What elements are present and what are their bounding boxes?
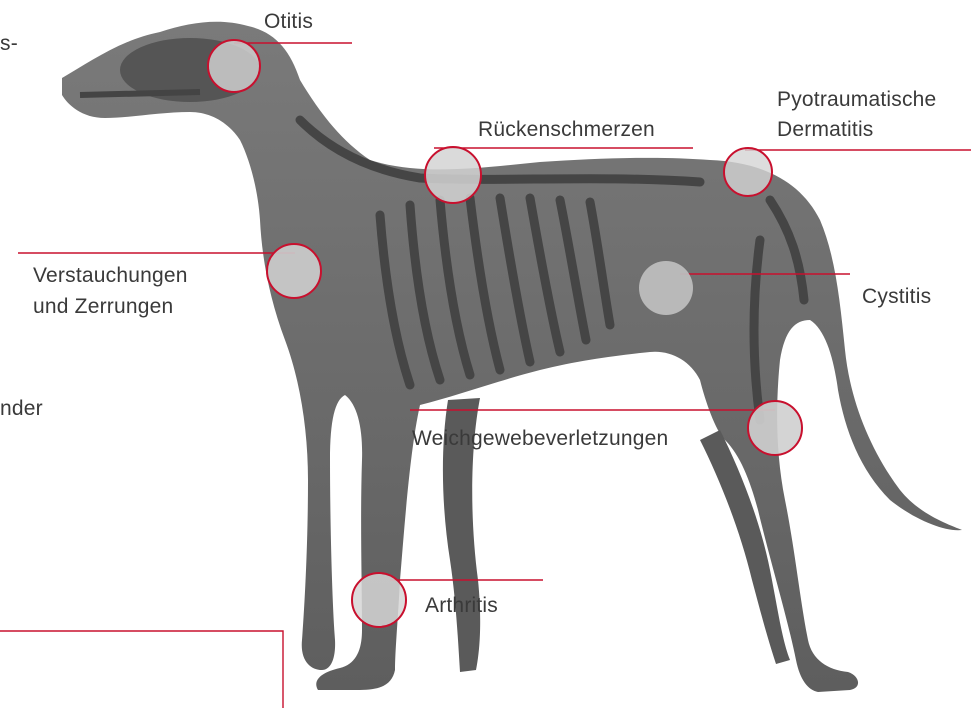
soft-tissue-marker bbox=[748, 401, 802, 455]
label-otitis: Otitis bbox=[264, 8, 313, 36]
label-pyotraumatic-line2: Dermatitis bbox=[777, 116, 874, 144]
label-cut-left-top: s- bbox=[0, 30, 18, 58]
label-cut-left-mid: nder bbox=[0, 395, 43, 423]
label-soft-tissue: Weichgewebeverletzungen bbox=[412, 425, 668, 453]
label-arthritis: Arthritis bbox=[425, 592, 498, 620]
label-cystitis: Cystitis bbox=[862, 283, 931, 311]
arthritis-marker bbox=[352, 573, 406, 627]
label-back-pain: Rückenschmerzen bbox=[478, 116, 655, 144]
sprains-marker bbox=[267, 244, 321, 298]
label-sprains-line2: und Zerrungen bbox=[33, 293, 173, 321]
cystitis-marker bbox=[639, 261, 693, 315]
label-sprains-line1: Verstauchungen bbox=[33, 262, 188, 290]
label-pyotraumatic-line1: Pyotraumatische bbox=[777, 86, 936, 114]
back-pain-marker bbox=[425, 147, 481, 203]
pyotraumatic-marker bbox=[724, 148, 772, 196]
otitis-marker bbox=[208, 40, 260, 92]
